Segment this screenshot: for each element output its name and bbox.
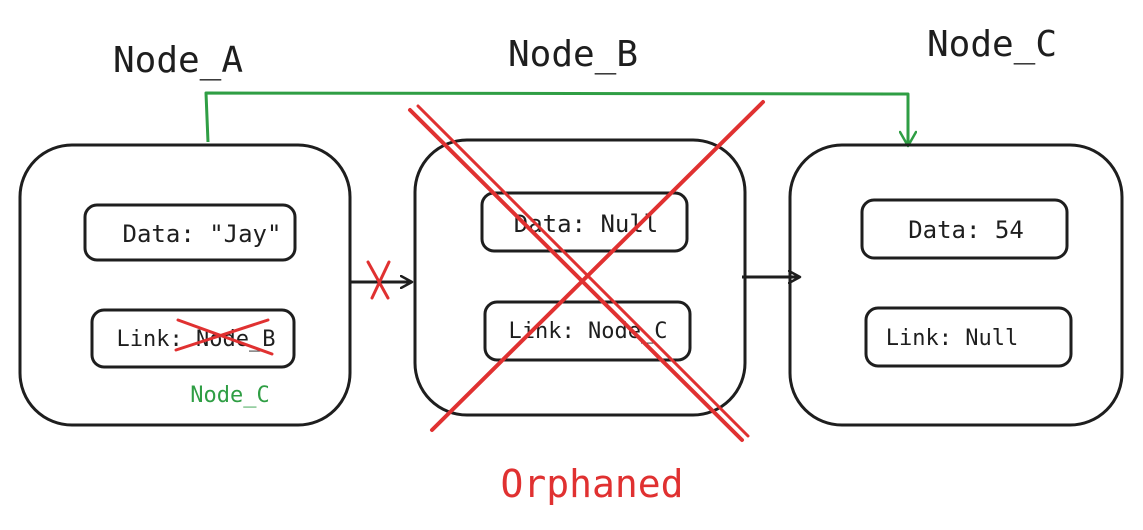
node-c-data-label: Data: 54 [908,216,1024,244]
node-b-data-field [480,191,689,253]
node-c-title: Node_C [927,24,1057,65]
node-b-link-field [483,300,692,362]
node-a-box: Data: "Jay" Link: Node_B Node_C [18,143,352,427]
node-c-data-field [860,198,1069,260]
node-a-new-link-label: Node_C [190,383,269,408]
node-c-box: Data: 54 Link: Null [788,143,1124,427]
node-a-link-strike [174,318,274,356]
broken-link-mark [366,260,391,300]
node-b-delete-mark [408,100,765,442]
orphaned-label: Orphaned [500,462,683,506]
node-a-data-label: Data: "Jay" [123,220,282,248]
node-a-title: Node_A [113,40,243,81]
node-a-link-label: Link: Node_B [117,327,276,352]
node-c-link-field [864,306,1073,368]
node-a-link-field [90,308,296,369]
node-b-title: Node_B [508,34,638,75]
new-link-arrow [204,91,908,146]
node-c-link-label: Link: Null [886,326,1018,351]
node-a-data-field [83,203,297,262]
